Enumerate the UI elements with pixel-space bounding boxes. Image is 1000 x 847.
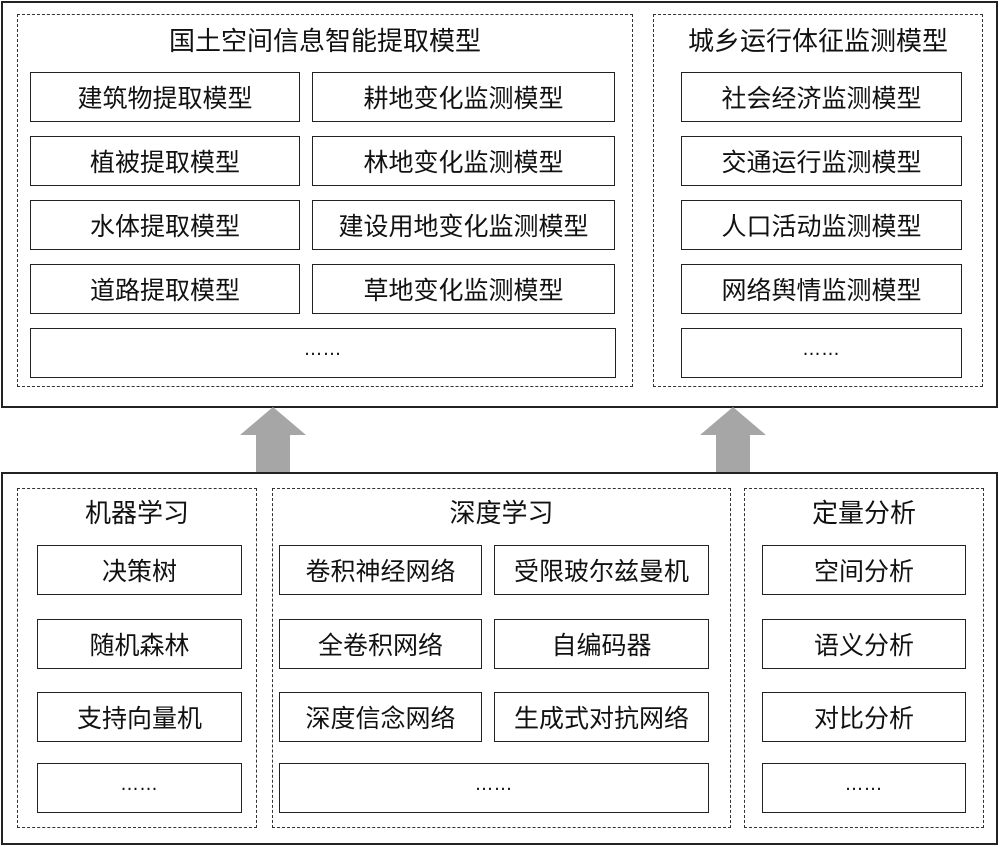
urban-more-ellipsis: …… — [802, 338, 841, 360]
qa-more-ellipsis: …… — [845, 773, 883, 795]
ml-more-ellipsis: …… — [120, 773, 159, 795]
up-arrow-left-icon — [240, 407, 306, 473]
traffic-monitoring-model: 交通运行监测模型 — [681, 136, 962, 186]
cnn: 卷积神经网络 — [279, 545, 482, 595]
fcn: 全卷积网络 — [279, 619, 482, 669]
grassland-change-model: 草地变化监测模型 — [312, 264, 615, 314]
gan: 生成式对抗网络 — [494, 692, 709, 742]
ml-more-box: …… — [37, 763, 242, 813]
semantic-analysis: 语义分析 — [762, 619, 966, 669]
dl-more-box: …… — [279, 763, 709, 813]
restricted-boltzmann-machine: 受限玻尔兹曼机 — [494, 545, 709, 595]
road-extraction-model: 道路提取模型 — [30, 264, 300, 314]
deep-belief-network: 深度信念网络 — [279, 692, 482, 742]
urban-monitoring-group: 城乡运行体征监测模型 — [653, 14, 983, 387]
decision-tree: 决策树 — [37, 545, 242, 595]
urban-monitoring-title: 城乡运行体征监测模型 — [687, 27, 948, 57]
dl-more-ellipsis: …… — [475, 773, 513, 795]
spatial-analysis: 空间分析 — [762, 545, 966, 595]
forest-change-model: 林地变化监测模型 — [312, 136, 615, 186]
deep-learning-title: 深度学习 — [449, 499, 554, 529]
quantitative-analysis-title: 定量分析 — [811, 499, 916, 529]
urban-more-box: …… — [681, 328, 962, 378]
deep-learning-group: 深度学习 — [272, 488, 731, 828]
machine-learning-group: 机器学习 — [17, 488, 257, 828]
land-extraction-group: 国土空间信息智能提取模型 — [17, 14, 633, 387]
construction-land-change-model: 建设用地变化监测模型 — [312, 200, 615, 250]
up-arrow-right-icon — [700, 407, 766, 473]
machine-learning-title: 机器学习 — [84, 499, 189, 529]
public-opinion-monitoring-model: 网络舆情监测模型 — [681, 264, 962, 314]
qa-more-box: …… — [762, 763, 966, 813]
comparative-analysis: 对比分析 — [762, 692, 966, 742]
land-more-box: …… — [30, 328, 616, 378]
quantitative-analysis-group: 定量分析 — [744, 488, 984, 828]
building-extraction-model: 建筑物提取模型 — [30, 72, 300, 122]
socioeconomic-monitoring-model: 社会经济监测模型 — [681, 72, 962, 122]
autoencoder: 自编码器 — [494, 619, 709, 669]
support-vector-machine: 支持向量机 — [37, 692, 242, 742]
land-extraction-title: 国土空间信息智能提取模型 — [168, 27, 481, 57]
random-forest: 随机森林 — [37, 619, 242, 669]
water-extraction-model: 水体提取模型 — [30, 200, 300, 250]
vegetation-extraction-model: 植被提取模型 — [30, 136, 300, 186]
land-more-ellipsis: …… — [304, 338, 342, 360]
farmland-change-model: 耕地变化监测模型 — [312, 72, 615, 122]
population-monitoring-model: 人口活动监测模型 — [681, 200, 962, 250]
